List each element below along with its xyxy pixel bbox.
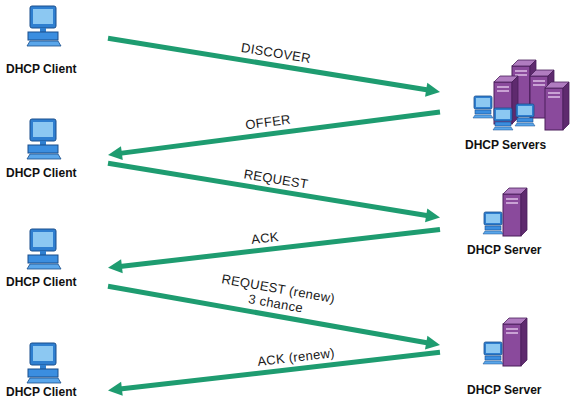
server-monitor-icon bbox=[515, 104, 535, 126]
server-tower-icon bbox=[545, 82, 569, 130]
client-node: DHCP Client bbox=[0, 2, 108, 76]
node-label: DHCP Client bbox=[6, 275, 76, 289]
node-label: DHCP Client bbox=[6, 166, 76, 180]
server-node: DHCP Server bbox=[440, 310, 571, 400]
server-node: DHCP Server bbox=[440, 180, 571, 260]
server-monitor-icon bbox=[473, 96, 493, 118]
client-node: DHCP Client bbox=[0, 115, 108, 185]
node-label: DHCP Servers bbox=[465, 138, 546, 152]
arrow-head bbox=[108, 259, 123, 273]
arrow-head bbox=[425, 83, 440, 97]
node-label: DHCP Client bbox=[6, 62, 76, 76]
client-computer-icon bbox=[27, 119, 61, 159]
node-label: DHCP Client bbox=[6, 385, 76, 399]
message-label: REQUEST (renew) 3 chance bbox=[218, 271, 337, 321]
server-monitor-icon bbox=[483, 342, 503, 364]
client-computer-icon bbox=[27, 229, 61, 269]
client-node: DHCP Client bbox=[0, 340, 108, 400]
server-monitor-icon bbox=[483, 212, 503, 234]
arrow-head bbox=[425, 208, 440, 222]
arrow-head bbox=[425, 336, 440, 350]
arrow-head bbox=[108, 146, 123, 160]
server-tower-icon bbox=[503, 318, 527, 366]
client-computer-icon bbox=[27, 343, 61, 383]
client-node: DHCP Client bbox=[0, 225, 108, 293]
client-computer-icon bbox=[27, 6, 61, 46]
arrow-head bbox=[108, 382, 123, 396]
node-label: DHCP Server bbox=[467, 243, 541, 257]
server-group-node: DHCP Servers bbox=[440, 55, 571, 155]
server-tower-icon bbox=[503, 188, 527, 236]
node-label: DHCP Server bbox=[467, 383, 541, 397]
server-monitor-icon bbox=[493, 108, 513, 130]
connector-line bbox=[120, 230, 440, 267]
